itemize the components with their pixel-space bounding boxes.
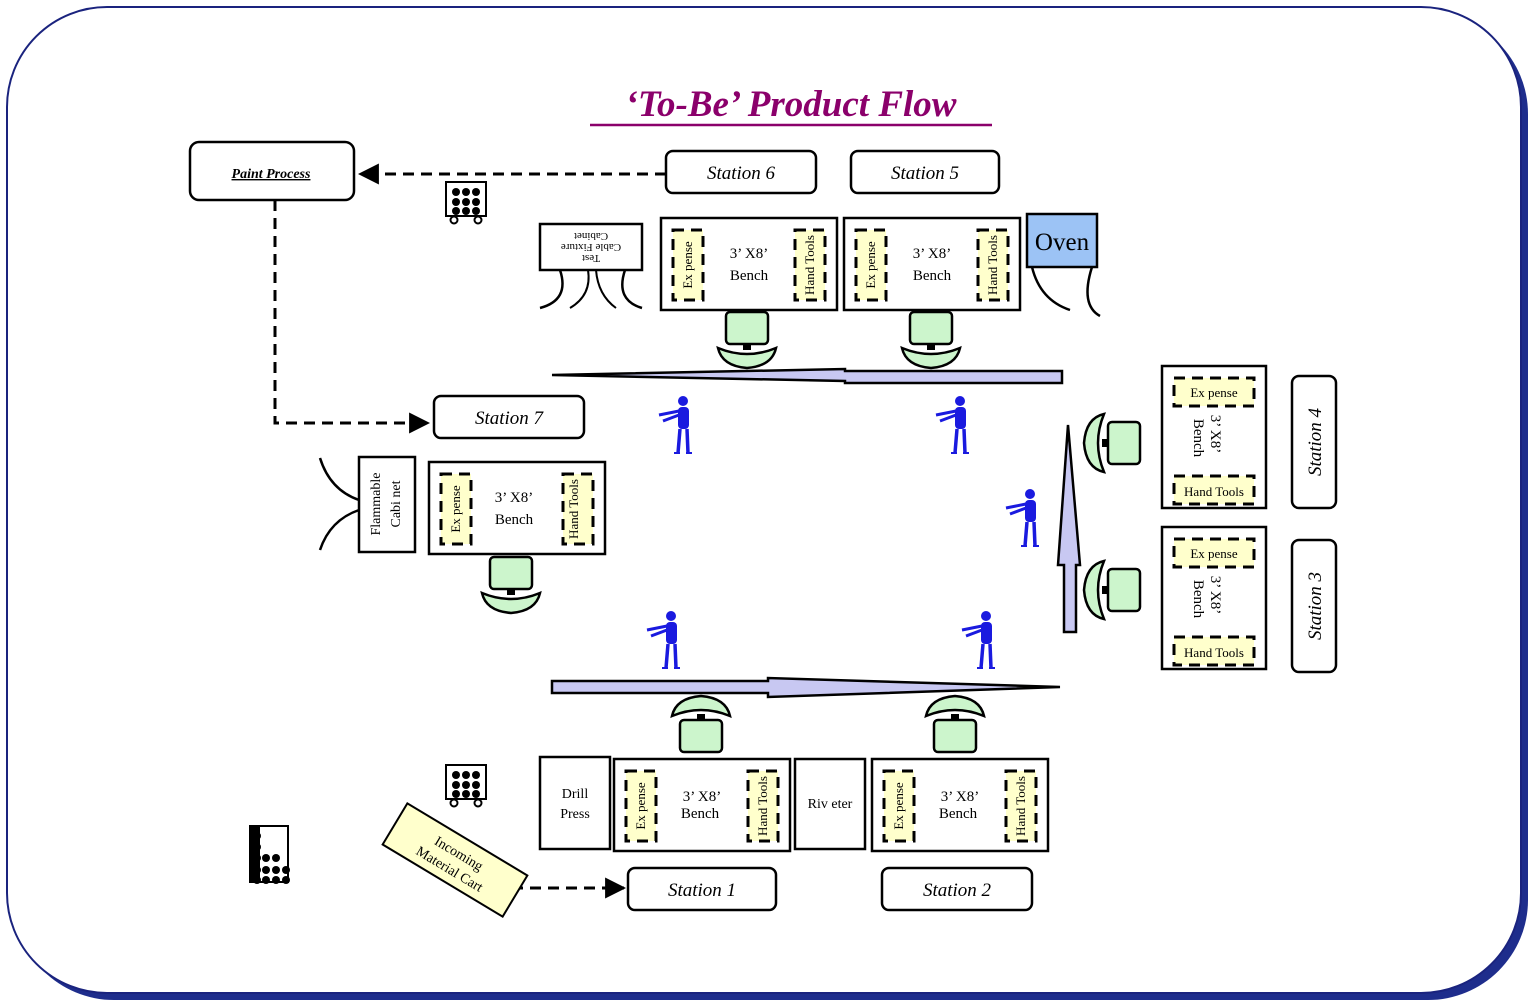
svg-text:Bench: Bench xyxy=(495,512,534,528)
svg-text:Flammable: Flammable xyxy=(369,473,384,536)
svg-text:3’ X8’: 3’ X8’ xyxy=(730,246,768,262)
svg-text:Station 4: Station 4 xyxy=(1305,407,1326,476)
station-6-label: Station 6 xyxy=(664,149,818,195)
station-2-label: Station 2 xyxy=(880,866,1034,912)
svg-text:Station 5: Station 5 xyxy=(891,163,959,184)
svg-text:Riv eter: Riv eter xyxy=(808,797,853,812)
svg-text:Cabinet: Cabinet xyxy=(574,230,608,242)
station-3-label: Station 3 xyxy=(1290,538,1338,674)
svg-text:Test: Test xyxy=(582,252,600,264)
flow-arrow-bottom xyxy=(550,676,1061,699)
svg-text:Oven: Oven xyxy=(1035,229,1090,256)
station-7-label: Station 7 xyxy=(432,394,586,440)
svg-text:Ex pense: Ex pense xyxy=(1190,546,1238,561)
bench-station-3: Ex pense Hand Tools 3’ X8’ Bench xyxy=(1160,525,1268,671)
svg-text:3’ X8’: 3’ X8’ xyxy=(495,490,533,506)
svg-text:Bench: Bench xyxy=(913,268,952,284)
svg-text:3’ X8’: 3’ X8’ xyxy=(941,789,979,805)
svg-text:Bench: Bench xyxy=(681,806,720,822)
flow-arrow-top xyxy=(551,367,1064,385)
svg-text:Station 7: Station 7 xyxy=(475,408,545,429)
svg-text:Ex pense: Ex pense xyxy=(680,241,695,289)
svg-text:Hand Tools: Hand Tools xyxy=(755,776,770,836)
bench-station-5: Ex pense Hand Tools 3’ X8’ Bench xyxy=(842,216,1022,312)
station-4-label: Station 4 xyxy=(1290,374,1338,510)
svg-text:Cable Fixture: Cable Fixture xyxy=(561,241,621,253)
incoming-material-cart: Incoming Material Cart xyxy=(381,802,529,918)
svg-text:Station 3: Station 3 xyxy=(1305,572,1326,640)
oven: Oven xyxy=(1025,212,1101,318)
svg-text:Bench: Bench xyxy=(1190,580,1206,619)
svg-text:Ex pense: Ex pense xyxy=(633,782,648,830)
flammable-cabinet: Flammable Cabi net xyxy=(318,455,417,554)
storage-rack xyxy=(249,825,290,884)
page-title: ‘To-Be’ Product Flow xyxy=(626,84,957,125)
flow-arrow-right xyxy=(1056,424,1082,634)
seat-station-1 xyxy=(670,694,732,754)
svg-text:Station 1: Station 1 xyxy=(668,880,736,901)
seat-station-6 xyxy=(716,310,778,370)
svg-text:3’ X8’: 3’ X8’ xyxy=(913,246,951,262)
seat-station-5 xyxy=(900,310,962,370)
svg-text:Ex pense: Ex pense xyxy=(863,241,878,289)
seat-station-7 xyxy=(480,555,542,615)
frame xyxy=(6,6,1522,994)
bench-station-7: Ex pense Hand Tools 3’ X8’ Bench xyxy=(427,460,607,556)
svg-text:3’ X8’: 3’ X8’ xyxy=(1207,576,1223,614)
flow-paint-to-station7 xyxy=(273,200,431,434)
seat-station-4 xyxy=(1082,412,1142,474)
bench-station-1: Ex pense Hand Tools 3’ X8’ Bench xyxy=(612,757,792,853)
riveter: Riv eter xyxy=(793,757,867,851)
svg-text:Ex pense: Ex pense xyxy=(891,782,906,830)
svg-text:Bench: Bench xyxy=(1190,419,1206,458)
svg-text:3’ X8’: 3’ X8’ xyxy=(1207,415,1223,453)
drill-press: Drill Press xyxy=(538,755,612,851)
svg-text:Hand Tools: Hand Tools xyxy=(566,479,581,539)
seat-station-2 xyxy=(924,694,986,754)
svg-text:Station 6: Station 6 xyxy=(707,163,776,184)
svg-text:Ex pense: Ex pense xyxy=(1190,385,1238,400)
svg-text:Bench: Bench xyxy=(939,806,978,822)
svg-text:Hand Tools: Hand Tools xyxy=(1184,484,1244,499)
bench-station-4: Ex pense Hand Tools 3’ X8’ Bench xyxy=(1160,364,1268,510)
svg-text:Press: Press xyxy=(560,807,590,822)
svg-text:Hand Tools: Hand Tools xyxy=(1184,645,1244,660)
svg-text:Drill: Drill xyxy=(562,787,589,802)
bench-station-6: Ex pense Hand Tools 3’ X8’ Bench xyxy=(659,216,839,312)
svg-text:Cabi net: Cabi net xyxy=(389,480,404,527)
paint-process-box xyxy=(188,140,356,202)
svg-text:3’ X8’: 3’ X8’ xyxy=(683,789,721,805)
svg-text:Ex pense: Ex pense xyxy=(448,485,463,533)
svg-text:Hand Tools: Hand Tools xyxy=(1013,776,1028,836)
station-1-label: Station 1 xyxy=(626,866,778,912)
bench-station-2: Ex pense Hand Tools 3’ X8’ Bench xyxy=(870,757,1050,853)
svg-text:Station 2: Station 2 xyxy=(923,880,992,901)
seat-station-3 xyxy=(1082,559,1142,621)
paint-process-label: Paint Process xyxy=(232,167,311,182)
test-cable-fixture-cabinet: Test Cable Fixture Cabinet xyxy=(538,222,644,310)
svg-text:Hand Tools: Hand Tools xyxy=(802,235,817,295)
station-5-label: Station 5 xyxy=(849,149,1001,195)
svg-text:Hand Tools: Hand Tools xyxy=(985,235,1000,295)
svg-text:Bench: Bench xyxy=(730,268,769,284)
